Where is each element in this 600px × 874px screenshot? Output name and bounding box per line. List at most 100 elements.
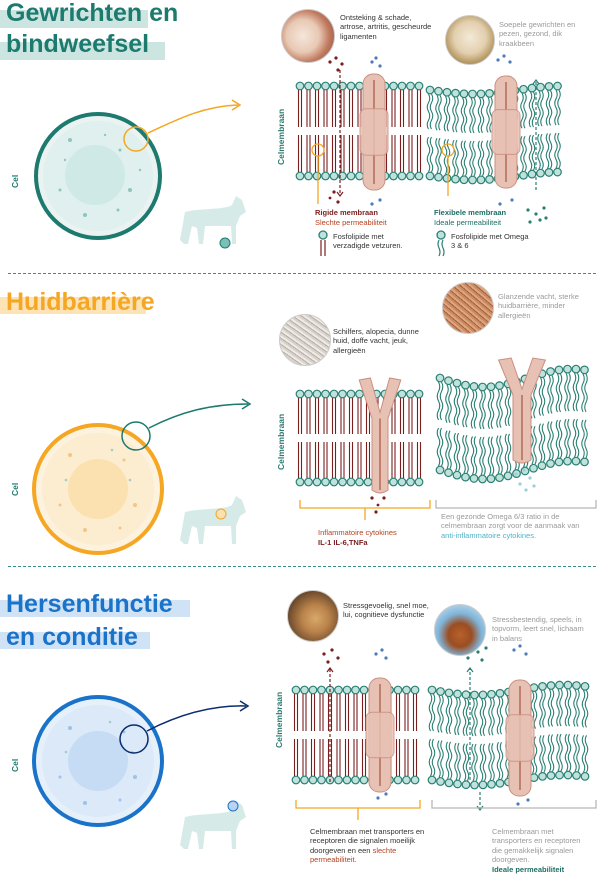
lipid-tail [448, 384, 452, 423]
lipid-tail [437, 740, 441, 778]
phospholipid-head [351, 775, 360, 785]
molecule-dot [382, 496, 386, 500]
lipid-tail [499, 742, 504, 780]
lipid-tail [496, 435, 500, 474]
phospholipid-head [300, 775, 309, 785]
lipid-tail [472, 140, 476, 177]
dog-silhouette [180, 496, 246, 544]
lipid-tail [456, 432, 461, 472]
lipid-tail [435, 137, 439, 174]
lipid-tail [547, 689, 552, 727]
phospholipid-head [295, 81, 305, 91]
phospholipid-head [544, 168, 554, 177]
arrow-head [326, 667, 334, 673]
molecule-dot [522, 468, 526, 472]
lipid-tail [559, 733, 563, 772]
lipid-tail [558, 419, 563, 459]
lipid-tail [471, 743, 475, 782]
lipid-tail [445, 430, 449, 469]
molecule-dot [524, 652, 528, 656]
lipid-tail [445, 741, 450, 780]
lipid-tail [540, 133, 544, 170]
molecule-dot [528, 220, 532, 224]
phospholipid-head [393, 775, 403, 785]
phospholipid-head [393, 685, 403, 695]
molecule-dot [374, 652, 378, 656]
lipid-tail [542, 735, 546, 773]
lipid-tail [437, 695, 441, 733]
lipid-tail [440, 740, 444, 778]
title-highlight [0, 42, 165, 60]
lipid-tail [499, 389, 503, 428]
lipid-tail [445, 384, 449, 423]
molecule-dot [526, 798, 530, 802]
lipid-tail [480, 97, 485, 134]
phospholipid-head [346, 171, 356, 181]
lipid-tail [465, 743, 470, 781]
phospholipid-head [402, 775, 411, 785]
phospholipid-head [468, 89, 477, 99]
molecule-dot [518, 482, 522, 486]
lipid-tail [538, 377, 543, 416]
phospholipid-head [451, 174, 460, 184]
phospholipid-head [538, 681, 547, 691]
lipid-tail [573, 689, 577, 727]
lipid-tail [465, 434, 469, 474]
lipid-tail [429, 136, 434, 173]
phospholipid-head [317, 775, 326, 785]
lipid-tail [548, 90, 553, 126]
molecule-dot [524, 488, 528, 492]
lipid-tail [559, 688, 563, 727]
lipid-tail [453, 432, 458, 472]
lipid-tail [489, 140, 493, 176]
good-caption: Glanzende vacht, sterke huidbarrière, mi… [498, 292, 579, 320]
lipid-tail [547, 421, 551, 460]
phospholipid-head [435, 373, 445, 383]
good-caption: Soepele gewrichten en pezen, gezond, dik… [499, 20, 576, 48]
lipid-tail [480, 140, 485, 177]
lipid-tail [454, 742, 458, 781]
lipid-tail [448, 430, 452, 469]
section-title: Huidbarrière [6, 288, 155, 316]
phospholipid-head [469, 474, 479, 483]
molecule-dot [332, 190, 336, 194]
phospholipid-head [329, 477, 339, 487]
lipid-tail [556, 733, 560, 772]
lipid-tail [453, 386, 458, 426]
phospholipid-head [476, 89, 486, 99]
lipid-tail [479, 743, 484, 782]
phospholipid-head [580, 771, 590, 781]
lipid-tail [482, 390, 486, 430]
lipid-tail [564, 418, 568, 458]
lipid-tail [482, 436, 486, 476]
phospholipid-head [478, 690, 488, 700]
phospholipid-head [321, 477, 330, 487]
lipid-tail [542, 690, 546, 728]
phospholipid-head [554, 457, 564, 467]
lipid-tail [564, 733, 569, 772]
molecule-dot [370, 202, 374, 206]
lipid-tail [541, 377, 546, 416]
phospholipid-head [355, 477, 364, 487]
phospholipid-head [329, 389, 339, 399]
lipid-tail [460, 97, 465, 134]
molecule-dot [374, 510, 378, 514]
lipid-tail [479, 436, 483, 476]
phospholipid-head [563, 456, 572, 466]
phospholipid-head [486, 382, 496, 392]
lipid-tail [554, 89, 558, 126]
title-highlight [0, 632, 150, 649]
phospholipid-head [329, 81, 339, 91]
phospholipid-head [546, 771, 556, 780]
phospholipid-head [308, 775, 318, 785]
good-explanation: Celmembraan met transporters en receptor… [492, 827, 581, 874]
phospholipid-head [461, 472, 470, 482]
phospholipid-head [359, 775, 369, 785]
section-divider [8, 566, 596, 567]
phospholipid-head [295, 389, 305, 399]
lipid-tail [564, 688, 569, 727]
flexible-membrane-title: Flexibele membraan [434, 208, 507, 217]
protein-band [365, 711, 395, 759]
phospholipid-head [427, 775, 437, 785]
